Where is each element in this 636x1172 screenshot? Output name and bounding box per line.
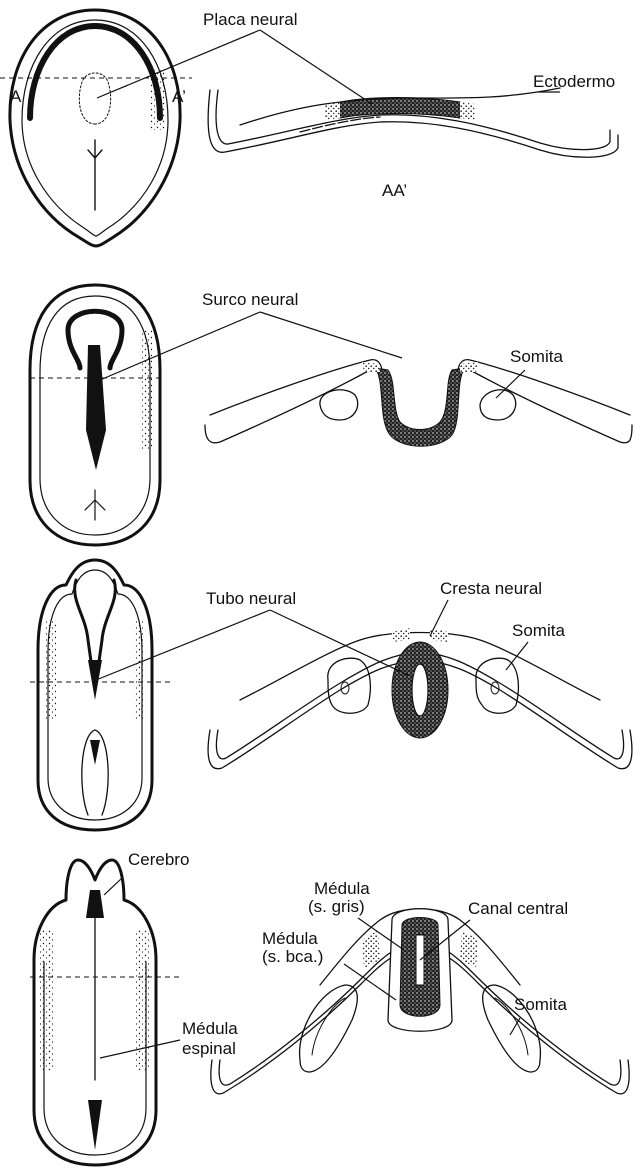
label-a-prime: A’ — [172, 87, 186, 106]
label-medula-bca-1: Médula — [262, 929, 318, 948]
label-tubo-neural: Tubo neural — [206, 589, 296, 608]
label-canal-central: Canal central — [468, 899, 568, 918]
cross-section-neural-groove — [205, 360, 632, 447]
label-medula-gris-2: (s. gris) — [308, 897, 365, 916]
label-somita-3: Somita — [512, 621, 565, 640]
label-cerebro: Cerebro — [128, 850, 189, 869]
label-section-aa: AA’ — [382, 181, 407, 200]
leader-tubo-1 — [96, 610, 270, 680]
embryo-dorsal-view-3 — [30, 560, 170, 830]
embryo-dorsal-view-2 — [30, 285, 162, 545]
leader-somita-2 — [496, 370, 525, 398]
leader-placa-neural-1 — [260, 30, 372, 104]
somite-right-2 — [480, 390, 516, 420]
stage-neural-plate: A A’ Placa neural Ectodermo AA’ — [0, 10, 618, 246]
leader-tubo-2 — [270, 610, 410, 676]
embryo-dorsal-view-4 — [30, 860, 180, 1165]
cross-section-neural-tube — [208, 628, 632, 769]
label-somita-4: Somita — [514, 995, 567, 1014]
leader-surco-1 — [100, 312, 260, 380]
stage-neural-tube: Tubo neural Cresta neural Somita — [30, 560, 632, 830]
label-a: A — [10, 87, 22, 106]
label-medula-gris-1: Médula — [314, 879, 370, 898]
label-cresta-neural: Cresta neural — [440, 579, 542, 598]
label-placa-neural: Placa neural — [203, 10, 298, 29]
leader-cerebro — [104, 878, 122, 895]
leader-somita-3 — [506, 642, 528, 670]
neural-groove-tissue — [375, 368, 465, 446]
cross-section-neural-plate — [208, 88, 618, 157]
embryo-dorsal-view-1 — [0, 10, 192, 246]
somite-left-4 — [300, 985, 358, 1072]
label-medula-bca-2: (s. bca.) — [262, 947, 323, 966]
neural-tube-lumen — [412, 664, 428, 716]
stage-neural-groove: Surco neural Somita — [30, 285, 632, 545]
leader-surco-2 — [260, 312, 402, 358]
neural-groove-dark — [86, 345, 106, 470]
somite-left-2 — [320, 390, 358, 420]
somite-right-3 — [476, 658, 519, 713]
label-somita-2: Somita — [510, 347, 563, 366]
stage-spinal-cord: Cerebro Médula (s. gris) Canal central M… — [30, 850, 629, 1165]
label-medula-espinal-2: espinal — [182, 1039, 236, 1058]
label-medula-espinal-1: Médula — [182, 1019, 238, 1038]
label-surco-neural: Surco neural — [202, 290, 298, 309]
label-ectodermo: Ectodermo — [533, 72, 615, 91]
